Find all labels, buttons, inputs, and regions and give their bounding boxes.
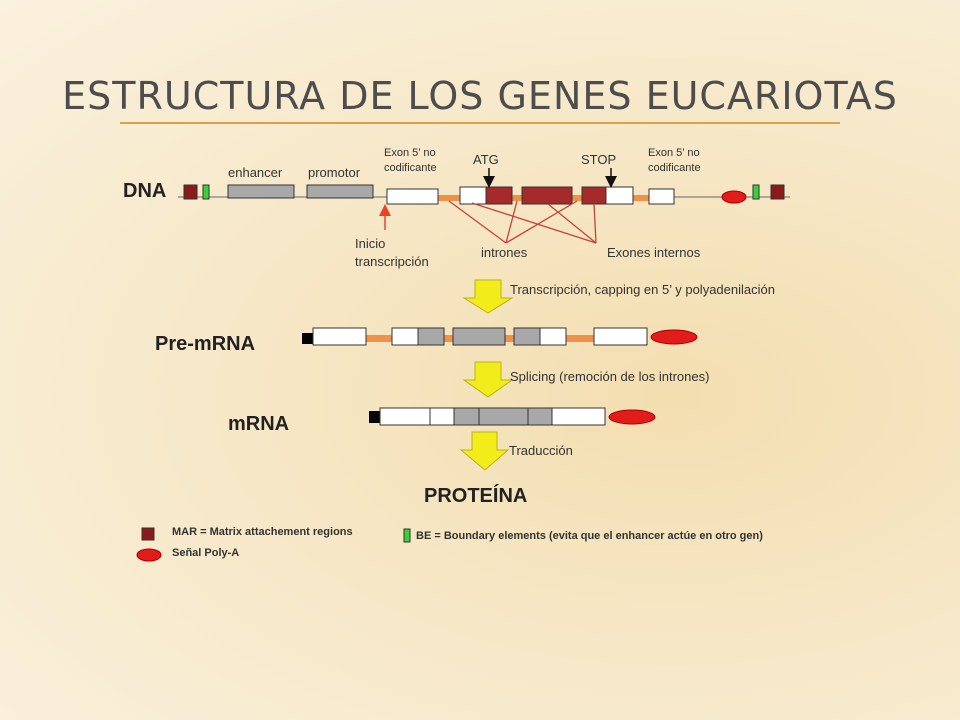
premrna-intron-1 [366,335,392,342]
mrna-row [369,407,656,426]
premrna-label: Pre-mRNA [155,333,256,355]
pointer-line [547,203,597,244]
step-splicing-label: Splicing (remoción de los intrones) [510,369,710,384]
promotor-box [306,184,374,199]
dna-exon-2-coding [485,186,513,205]
legend-mar-swatch [141,527,155,541]
pointer-line [505,200,578,244]
premrna-exon-5utr [312,327,367,346]
mrna-label: mRNA [228,413,290,435]
mar-right [770,184,785,200]
mrna-exon-5utr [379,407,431,426]
dna-exon-3utr [648,188,675,205]
premrna-cap [302,333,313,344]
stop-label: STOP [581,152,617,167]
enhancer-box [227,184,295,199]
legend-be-text: BE = Boundary elements (evita que el enh… [416,530,763,542]
intrones-label: intrones [481,245,528,260]
premrna-row [302,327,698,346]
premrna-exon-2a [391,327,419,346]
premrna-exon-4b [539,327,567,346]
premrna-exon-2b [417,327,445,346]
be-right [752,184,760,200]
slide-title: ESTRUCTURA DE LOS GENES EUCARIOTAS [62,74,898,118]
legend-be-swatch [403,528,411,543]
premrna-intron-4 [566,335,594,342]
title-underline [120,122,840,124]
dna-intron-3 [572,195,582,201]
promotor-label: promotor [308,165,361,180]
dna-exon-4-coding [581,186,607,205]
mar-left [183,184,198,200]
mrna-polya-tail [608,409,656,425]
exones-internos-label: Exones internos [607,245,701,260]
premrna-intron-3 [505,335,514,342]
dna-row [178,168,790,244]
exon5-right-label: Exon 5’ no codificante [648,147,701,174]
mrna-exon-3 [478,407,529,426]
premrna-exon-3 [452,327,506,346]
premrna-exon-3utr [593,327,648,346]
mrna-exon-3utr [551,407,606,426]
premrna-intron-2 [444,335,453,342]
protein-label: PROTEÍNA [424,485,528,507]
pointer-lines [448,200,597,244]
premrna-polya-tail [650,329,698,345]
step-translation-label: Traducción [509,443,573,458]
arrow-translation [459,431,510,471]
dna-label: DNA [123,180,167,202]
step-transcription-label: Transcripción, capping en 5’ y polyadeni… [510,282,775,297]
legend-mar-text: MAR = Matrix attachement regions [172,526,353,538]
legend-polya-text: Señal Poly-A [172,547,240,559]
dna-intron-1 [438,195,460,201]
pointer-line [448,200,507,244]
dna-exon-2-noncoding [459,186,487,205]
be-left [202,184,210,200]
enhancer-label: enhancer [228,165,283,180]
dna-exon-4-noncoding [605,186,634,205]
mrna-exon-4a [527,407,553,426]
premrna-exon-4a [513,327,541,346]
mrna-cap [369,411,380,423]
pointer-line [593,203,597,244]
dna-exon-5utr [386,188,439,205]
polya-signal-dna [721,190,747,204]
dna-intron-2 [512,195,522,201]
inicio-transcripcion-label: Inicio transcripción [355,236,429,269]
arrow-transcription [462,279,514,314]
pointer-line [471,202,597,244]
legend-polya-swatch [136,548,162,562]
pointer-line [505,200,518,244]
exon5-left-label: Exon 5’ no codificante [384,147,437,174]
dna-exon-3 [521,186,573,205]
atg-label: ATG [473,152,499,167]
dna-intron-4 [633,195,649,201]
mrna-exon-2b [453,407,480,426]
mrna-exon-2a [429,407,455,426]
arrow-splicing [462,361,514,398]
